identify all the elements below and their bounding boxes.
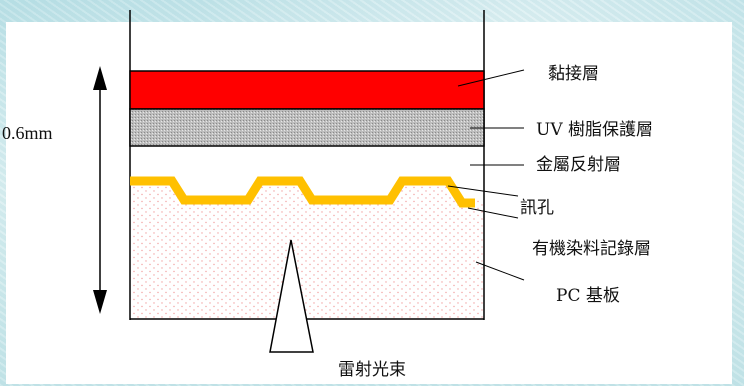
pit-track [130,176,475,208]
metal-reflective-label: 金屬反射層 [536,155,621,175]
laser-beam [269,239,314,353]
leader-adhesive [457,69,525,87]
thickness-label: 0.6mm [2,123,53,143]
leader-pit-b [467,207,519,219]
dye-recording-region [131,186,483,319]
adhesive-layer [129,70,485,110]
pc-substrate-label: PC 基板 [556,286,620,306]
thickness-arrow-top-head [93,66,107,90]
laser-beam-label: 雷射光束 [338,360,406,380]
leader-dye [475,261,525,281]
leader-pit-a [447,185,519,197]
thickness-arrow-bottom-head [93,290,107,314]
adhesive-label: 黏接層 [548,64,599,84]
uv-protective-layer [129,108,485,147]
dye-recording-label: 有機染料記錄層 [532,239,651,259]
uv-protective-label: UV 樹脂保護層 [536,120,653,140]
pit-label: 訊孔 [520,198,554,218]
